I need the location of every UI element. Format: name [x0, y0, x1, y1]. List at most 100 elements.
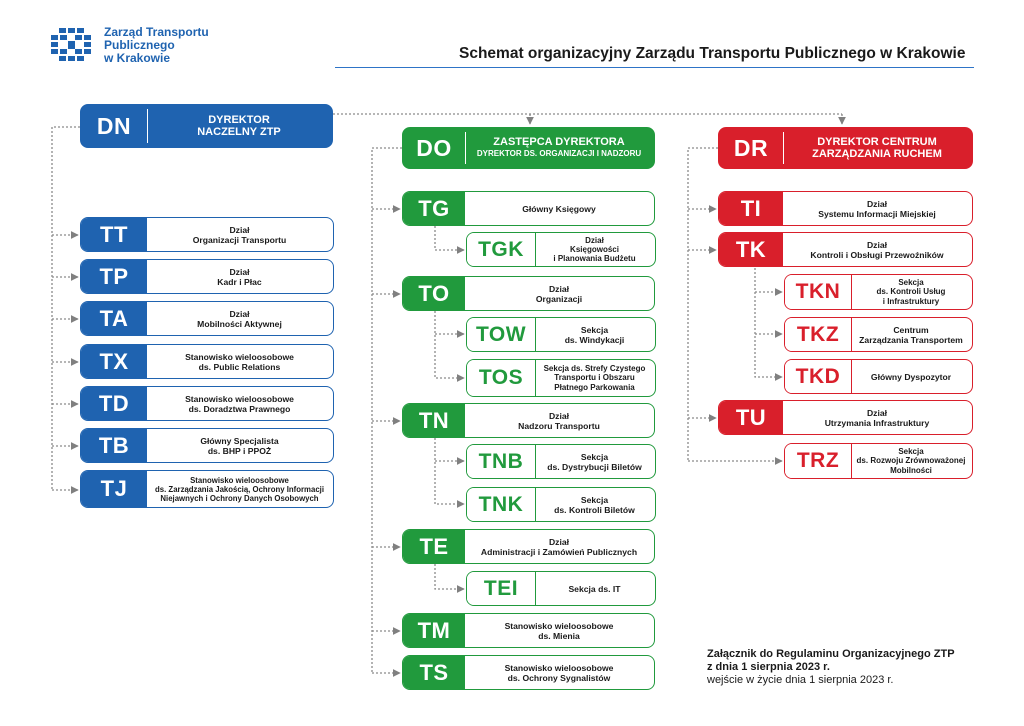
- footer-line: Załącznik do Regulaminu Organizacyjnego …: [707, 648, 955, 660]
- label-line: Niejawnych i Ochrony Danych Osobowych: [160, 493, 319, 503]
- label-line: Dział: [866, 407, 888, 418]
- label-line: Dział: [229, 224, 250, 235]
- unit-tm: TM Stanowisko wieloosobowe ds. Mienia: [402, 613, 655, 648]
- unit-tn: TN Dział Nadzoru Transportu: [402, 403, 655, 438]
- unit-tt: TT Dział Organizacji Transportu: [80, 217, 334, 252]
- unit-label: Dział Nadzoru Transportu: [467, 404, 651, 437]
- label-line: ZARZĄDZANIA RUCHEM: [812, 148, 942, 160]
- logo-line: Publicznego: [104, 38, 175, 52]
- unit-tj: TJ Stanowisko wieloosobowe ds. Zarządzan…: [80, 470, 334, 508]
- unit-label: ZASTĘPCA DYREKTORA DYREKTOR DS. ORGANIZA…: [467, 128, 651, 168]
- unit-code: TGK: [467, 233, 536, 266]
- unit-tk: TK Dział Kontroli i Obsługi Przewoźników: [718, 232, 973, 267]
- label-line: ZASTĘPCA DYREKTORA: [493, 135, 625, 148]
- unit-ts: TS Stanowisko wieloosobowe ds. Ochrony S…: [402, 655, 655, 690]
- unit-code: TRZ: [785, 444, 852, 478]
- unit-code: TOW: [467, 318, 536, 351]
- unit-label: Stanowisko wieloosobowe ds. Public Relat…: [149, 345, 330, 378]
- label-line: ds. Doradztwa Prawnego: [188, 403, 291, 414]
- unit-code: TM: [403, 614, 465, 647]
- unit-td: TD Stanowisko wieloosobowe ds. Doradztwa…: [80, 386, 334, 421]
- label-line: Utrzymania Infrastruktury: [824, 417, 930, 428]
- label-line: Sekcja: [898, 277, 924, 287]
- label-line: DYREKTOR CENTRUM: [817, 135, 937, 148]
- logo-line: w Krakowie: [104, 51, 171, 65]
- label-line: ds. BHP i PPOŻ: [207, 445, 272, 456]
- label-line: Dział: [585, 236, 604, 245]
- unit-label: Dział Kontroli i Obsługi Przewoźników: [785, 233, 969, 266]
- label-line: Sekcja ds. Strefy Czystego: [543, 363, 646, 373]
- unit-code: TX: [81, 345, 147, 378]
- label-line: Kontroli i Obsługi Przewoźników: [810, 249, 944, 260]
- label-line: Stanowisko wieloosobowe: [504, 662, 614, 673]
- label-line: Dział: [548, 536, 570, 547]
- unit-tg: TG Główny Księgowy: [402, 191, 655, 226]
- logo-line: Zarząd Transportu: [104, 25, 209, 39]
- unit-label: Główny Księgowy: [467, 192, 651, 225]
- label-line: Stanowisko wieloosobowe: [185, 393, 294, 404]
- label-line: ds. Dystrybucji Biletów: [547, 461, 642, 472]
- unit-tp: TP Dział Kadr i Płac: [80, 259, 334, 294]
- unit-to: TO Dział Organizacji: [402, 276, 655, 311]
- unit-code: TI: [719, 192, 783, 225]
- label-line: Sekcja: [580, 324, 609, 335]
- label-line: Stanowisko wieloosobowe: [504, 620, 614, 631]
- label-line: Sekcja: [580, 451, 609, 462]
- unit-label: Stanowisko wieloosobowe ds. Mienia: [467, 614, 651, 647]
- unit-label: DYREKTOR NACZELNY ZTP: [149, 105, 329, 147]
- unit-code: TK: [719, 233, 783, 266]
- label-line: Zarządzania Transportem: [859, 334, 963, 345]
- unit-tnk: TNK Sekcja ds. Kontroli Biletów: [466, 487, 656, 522]
- footer-line: z dnia 1 sierpnia 2023 r.: [707, 661, 830, 673]
- label-line: ds. Kontroli Usług: [876, 287, 946, 297]
- label-line: Systemu Informacji Miejskiej: [818, 208, 936, 219]
- label-line: Mobilności Aktywnej: [197, 318, 282, 329]
- unit-code: TKZ: [785, 318, 852, 351]
- unit-tnb: TNB Sekcja ds. Dystrybucji Biletów: [466, 444, 656, 479]
- label-line: Główny Księgowy: [522, 203, 596, 214]
- head-dn: DN DYREKTOR NACZELNY ZTP: [80, 104, 333, 148]
- unit-tow: TOW Sekcja ds. Windykacji: [466, 317, 656, 352]
- label-line: Dział: [229, 266, 250, 277]
- unit-tkd: TKD Główny Dyspozytor: [784, 359, 973, 394]
- unit-tos: TOS Sekcja ds. Strefy Czystego Transport…: [466, 359, 656, 397]
- unit-code: DO: [403, 128, 465, 168]
- unit-label: Sekcja ds. Kontroli Usług i Infrastruktu…: [853, 275, 969, 309]
- label-line: Sekcja: [898, 446, 924, 456]
- label-line: i Infrastruktury: [882, 296, 940, 306]
- unit-code: TB: [81, 429, 147, 462]
- unit-code: TJ: [81, 471, 147, 507]
- unit-code: TA: [81, 302, 147, 335]
- footer-line: wejście w życie dnia 1 sierpnia 2023 r.: [707, 674, 894, 686]
- label-line: Dział: [548, 410, 570, 421]
- label-line: Dział: [866, 239, 888, 250]
- unit-code: TEI: [467, 572, 536, 605]
- label-line: Płatnego Parkowania: [554, 382, 635, 392]
- unit-label: Dział Administracji i Zamówień Publiczny…: [467, 530, 651, 563]
- unit-trz: TRZ Sekcja ds. Rozwoju Zrównoważonej Mob…: [784, 443, 973, 479]
- label-line: Sekcja: [580, 494, 609, 505]
- unit-code: TNB: [467, 445, 536, 478]
- label-line: Dział: [866, 198, 888, 209]
- unit-code: TKN: [785, 275, 852, 309]
- title-divider: [335, 67, 974, 68]
- unit-tx: TX Stanowisko wieloosobowe ds. Public Re…: [80, 344, 334, 379]
- unit-label: Dział Kadr i Płac: [149, 260, 330, 293]
- unit-label: DYREKTOR CENTRUM ZARZĄDZANIA RUCHEM: [785, 128, 969, 168]
- unit-label: Dział Organizacji Transportu: [149, 218, 330, 251]
- unit-label: Dział Systemu Informacji Miejskiej: [785, 192, 969, 225]
- label-line: DYREKTOR DS. ORGANIZACJI I NADZORU: [476, 149, 642, 158]
- label-line: ds. Public Relations: [198, 361, 281, 372]
- head-dr: DR DYREKTOR CENTRUM ZARZĄDZANIA RUCHEM: [718, 127, 973, 169]
- unit-tkn: TKN Sekcja ds. Kontroli Usług i Infrastr…: [784, 274, 973, 310]
- unit-code: TP: [81, 260, 147, 293]
- unit-label: Dział Mobilności Aktywnej: [149, 302, 330, 335]
- page-title: Schemat organizacyjny Zarządu Transportu…: [459, 45, 966, 62]
- unit-label: Sekcja ds. Kontroli Biletów: [537, 488, 652, 521]
- unit-label: Stanowisko wieloosobowe ds. Doradztwa Pr…: [149, 387, 330, 420]
- unit-ta: TA Dział Mobilności Aktywnej: [80, 301, 334, 336]
- label-line: ds. Kontroli Biletów: [554, 504, 635, 515]
- unit-tb: TB Główny Specjalista ds. BHP i PPOŻ: [80, 428, 334, 463]
- unit-code: DN: [81, 105, 147, 147]
